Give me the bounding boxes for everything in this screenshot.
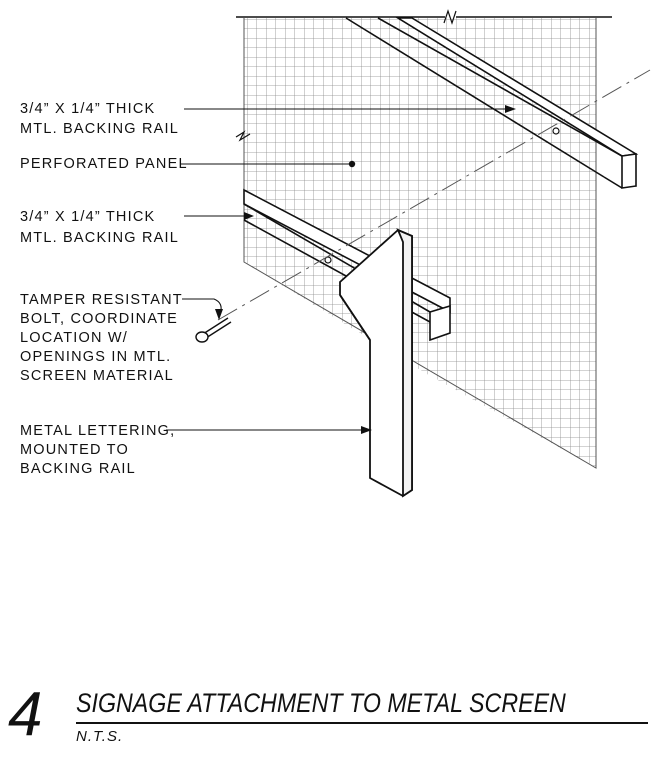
- left-break-mark: [235, 130, 251, 142]
- leader-lines: [166, 108, 512, 431]
- detail-title: SIGNAGE ATTACHMENT TO METAL SCREEN: [76, 688, 566, 718]
- metal-lettering: [339, 228, 413, 498]
- perforated-panel: [243, 18, 597, 469]
- callout-panel: PERFORATED PANEL: [20, 156, 188, 172]
- title-underline: [76, 722, 648, 724]
- callout-rail-bottom: 3/4” X 1/4” THICK MTL. BACKING RAIL: [20, 209, 179, 246]
- callout-rail-top: 3/4” X 1/4” THICK MTL. BACKING RAIL: [20, 101, 179, 137]
- upper-backing-rail: [345, 17, 639, 189]
- top-edge-line: [236, 9, 612, 25]
- dot-panel: [348, 160, 356, 168]
- dashdot-centerline: [217, 69, 651, 321]
- arrow-rail-bottom: [244, 212, 254, 220]
- bolt-icon: [195, 317, 232, 343]
- detail-scale: N.T.S.: [76, 728, 124, 745]
- arrow-rail-top: [505, 105, 516, 113]
- detail-number: 4: [8, 680, 43, 749]
- arrow-lettering: [361, 426, 372, 434]
- callout-lettering: METAL LETTERING, MOUNTED TO BACKING RAIL: [20, 423, 181, 477]
- bolt-hole-upper: [552, 127, 560, 135]
- callout-bolt: TAMPER RESISTANT BOLT, COORDINATE LOCATI…: [20, 292, 188, 384]
- bolt-hole-lower: [324, 256, 332, 264]
- arrow-bolt: [215, 309, 223, 320]
